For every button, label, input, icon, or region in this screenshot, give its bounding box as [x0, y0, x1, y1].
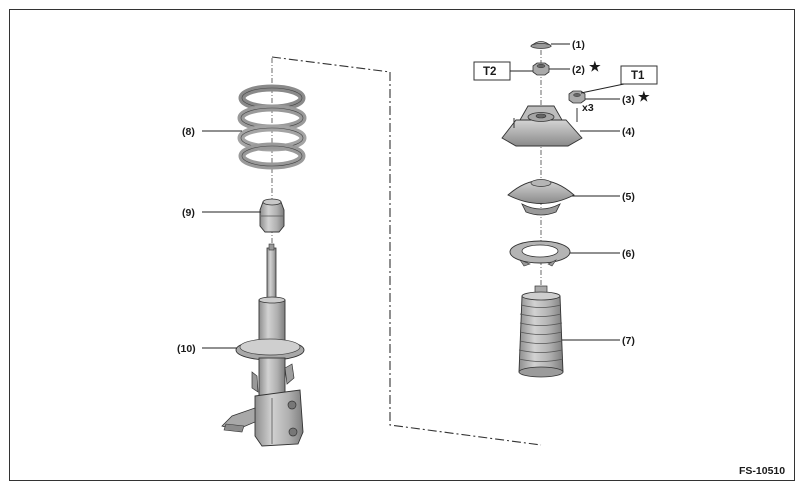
label-part-3: (3) — [622, 94, 635, 106]
connection-dashed-line — [271, 56, 542, 446]
label-part-2: (2) — [572, 64, 585, 76]
label-part-7: (7) — [622, 335, 635, 347]
dust-boot — [518, 285, 564, 378]
torque-label-t2: T2 — [483, 66, 496, 78]
label-part-6: (6) — [622, 248, 635, 260]
spring-upper-seat — [507, 179, 575, 216]
figure-id: FS-10510 — [739, 465, 785, 477]
label-part-9: (9) — [182, 207, 195, 219]
quantity-label: x3 — [582, 102, 594, 114]
dust-cap — [529, 41, 553, 49]
coil-spring — [237, 84, 307, 170]
leader-t1 — [580, 83, 625, 94]
self-locking-nut — [532, 62, 550, 76]
torque-label-t1: T1 — [631, 70, 645, 82]
torque-box-t1 — [620, 65, 658, 85]
strut — [221, 243, 305, 447]
star-mark-2: ★ — [589, 59, 601, 74]
label-part-5: (5) — [622, 191, 635, 203]
star-mark-3: ★ — [638, 89, 650, 104]
label-part-10: (10) — [177, 343, 196, 355]
strut-mount — [501, 105, 583, 147]
label-part-1: (1) — [572, 39, 585, 51]
label-part-4: (4) — [622, 126, 635, 138]
figure-frame — [9, 9, 795, 481]
label-part-8: (8) — [182, 126, 195, 138]
spring-rubber-seat — [509, 240, 571, 267]
bump-stopper — [259, 198, 285, 233]
mount-nut — [568, 90, 586, 104]
